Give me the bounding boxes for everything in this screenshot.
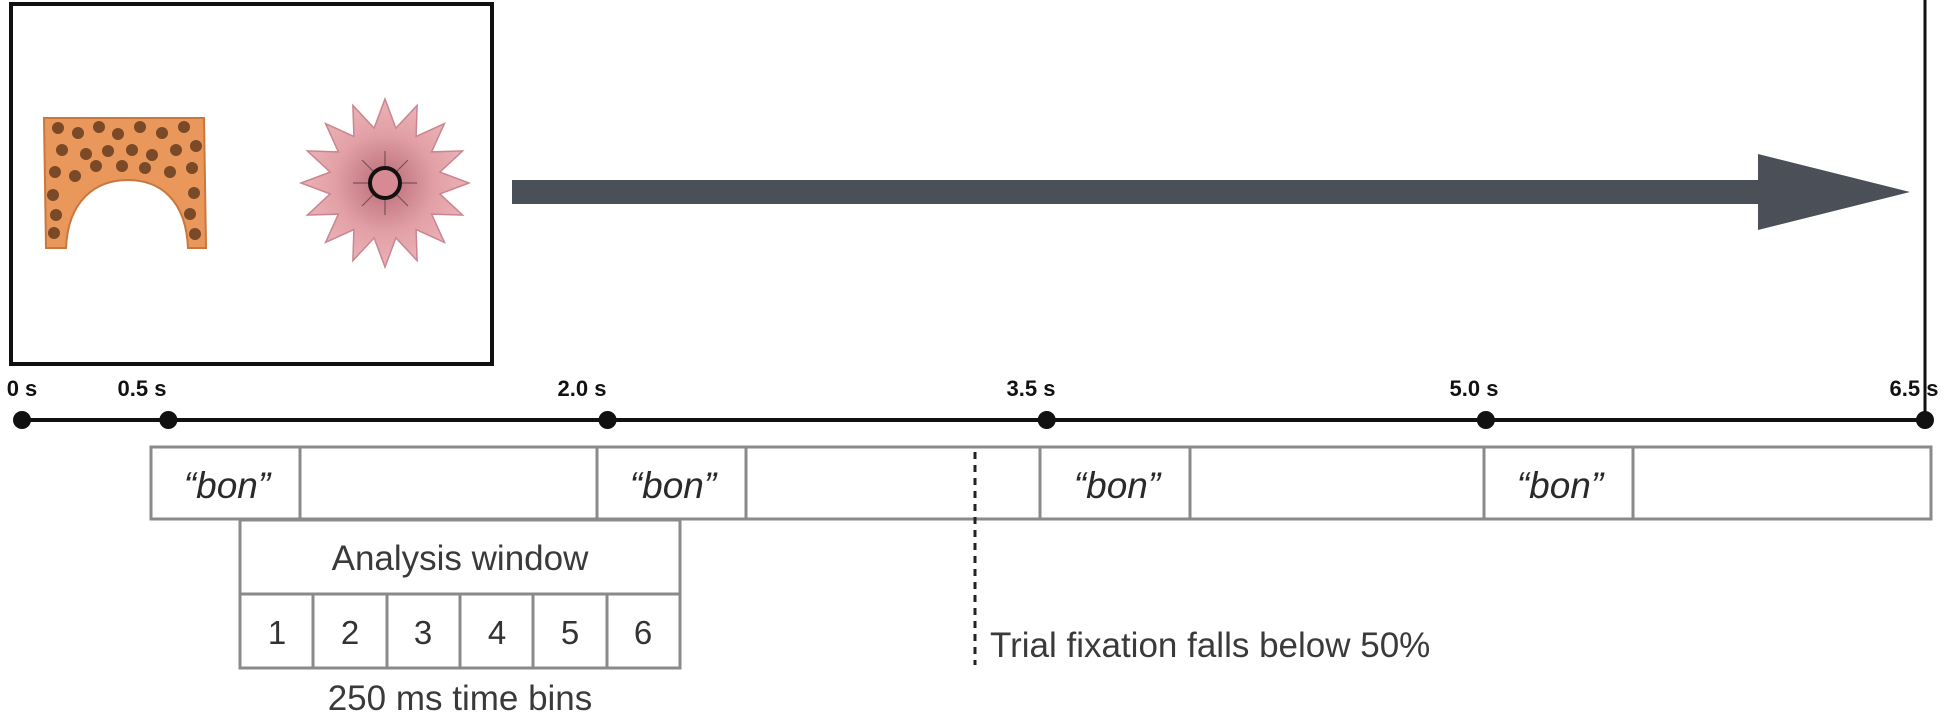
tick-label: 2.0 s xyxy=(558,376,607,401)
timeline-tick-dot xyxy=(13,411,31,429)
time-bin-label: 3 xyxy=(414,614,432,651)
analysis-window: Analysis window 1 2 3 4 5 6 250 ms time … xyxy=(238,518,682,718)
tick-label: 0 s xyxy=(7,376,38,401)
word-label: “bon” xyxy=(630,465,718,506)
time-bin-label: 1 xyxy=(268,614,286,651)
time-bin-label: 6 xyxy=(634,614,652,651)
time-bin-label: 5 xyxy=(561,614,579,651)
time-bin-label: 4 xyxy=(488,614,506,651)
word-label: “bon” xyxy=(184,465,272,506)
timeline-tick-dot xyxy=(159,411,178,429)
time-progress-arrow xyxy=(512,154,1910,230)
tick-label: 3.5 s xyxy=(1007,376,1056,401)
timeline-tick-dot xyxy=(1916,411,1934,429)
timeline-tick-dot xyxy=(1037,411,1056,429)
word-presentation-bar: “bon” “bon” “bon” “bon” xyxy=(149,445,1933,521)
tick-label: 0.5 s xyxy=(118,376,167,401)
time-bins-caption: 250 ms time bins xyxy=(328,679,593,718)
timeline-tick-dot xyxy=(598,411,617,429)
star-shaped-object xyxy=(298,96,472,270)
time-bin-label: 2 xyxy=(341,614,359,651)
word-label: “bon” xyxy=(1517,465,1605,506)
tick-label: 6.5 s xyxy=(1890,376,1939,401)
fixation-note: Trial fixation falls below 50% xyxy=(990,626,1430,665)
timeline-tick-dot xyxy=(1476,411,1495,429)
word-label: “bon” xyxy=(1074,465,1162,506)
tick-label: 5.0 s xyxy=(1450,376,1499,401)
analysis-window-label: Analysis window xyxy=(332,539,589,578)
timeline-tick-labels: 0 s 0.5 s 2.0 s 3.5 s 5.0 s 6.5 s xyxy=(7,376,1939,401)
arch-shaped-object xyxy=(42,117,208,249)
timeline-ticks xyxy=(13,411,1934,429)
